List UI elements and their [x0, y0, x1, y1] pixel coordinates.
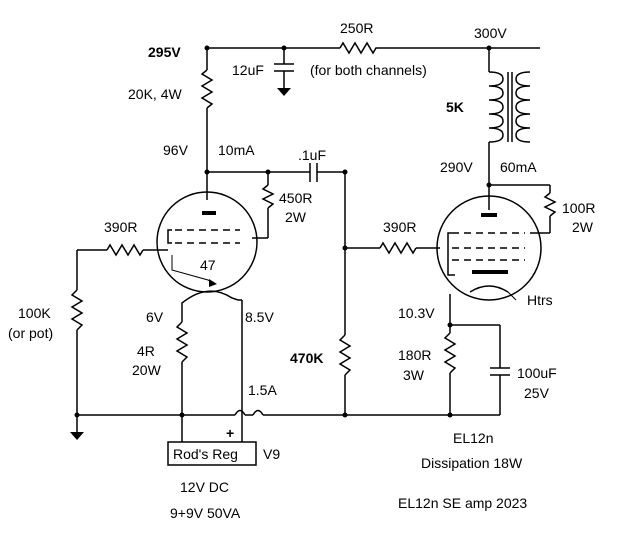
label-20k: 20K, 4W [128, 86, 182, 102]
label-96v: 96V [163, 142, 189, 158]
label-dissipation: Dissipation 18W [421, 455, 523, 471]
label-100uf-v: 25V [524, 385, 550, 401]
resistor-100k-input [70, 250, 84, 440]
label-4r-w: 20W [132, 362, 162, 378]
tube-el12n [436, 195, 542, 301]
label-4r: 4R [137, 343, 155, 359]
label-100uf: 100uF [517, 365, 557, 381]
label-9-9v: 9+9V 50VA [170, 505, 241, 521]
label-12uf-note: (for both channels) [310, 62, 427, 78]
label-390r-a: 390R [104, 219, 137, 235]
regulator-box [167, 441, 257, 466]
resistor-20k [200, 48, 216, 215]
tube-47-heater [181, 290, 243, 415]
capacitor-100uf [490, 325, 510, 415]
label-plus: + [226, 425, 234, 441]
el12n-cathode [443, 294, 500, 415]
label-5k: 5K [446, 99, 464, 115]
label-100k: 100K [18, 305, 51, 321]
label-100r: 100R [562, 200, 595, 216]
label-6v: 6V [146, 309, 164, 325]
label-01uf: .1uF [298, 147, 326, 163]
label-470k: 470K [290, 350, 323, 366]
label-8-5v: 8.5V [245, 309, 274, 325]
resistor-390r-input [77, 243, 168, 257]
label-or-pot: (or pot) [8, 325, 53, 341]
ground-rail [77, 409, 500, 418]
label-rods-reg: Rod's Reg [173, 446, 238, 462]
label-title: EL12n SE amp 2023 [398, 495, 527, 511]
label-300v: 300V [474, 25, 507, 41]
el12n-plate-wiring [481, 184, 557, 234]
label-450r: 450R [279, 190, 312, 206]
label-12uf: 12uF [232, 62, 264, 78]
label-htrs: Htrs [527, 292, 553, 308]
label-v9: V9 [263, 446, 280, 462]
label-180r: 180R [398, 347, 431, 363]
resistor-470k [338, 334, 352, 415]
label-1-5a: 1.5A [248, 382, 277, 398]
label-290v: 290V [440, 159, 473, 175]
resistor-4r [175, 321, 189, 415]
label-295v: 295V [148, 44, 181, 60]
label-60ma: 60mA [500, 159, 537, 175]
label-100r-w: 2W [572, 219, 594, 235]
label-el12n: EL12n [453, 430, 493, 446]
tube-47 [156, 191, 258, 293]
resistor-250r [339, 41, 378, 55]
capacitor-01uf [305, 163, 348, 335]
labels: 295V 250R 300V 12uF (for both channels) … [8, 20, 595, 521]
label-10ma: 10mA [218, 142, 255, 158]
label-450r-w: 2W [285, 209, 307, 225]
label-tube-47: 47 [200, 257, 216, 273]
label-12v-dc: 12V DC [180, 479, 229, 495]
plate-node-wire [204, 169, 305, 239]
regulator-wires [181, 415, 243, 442]
label-180r-w: 3W [403, 367, 425, 383]
label-390r-b: 390R [383, 219, 416, 235]
capacitor-12uf [274, 48, 294, 96]
resistor-390r-el12n [345, 241, 440, 255]
label-250r: 250R [340, 20, 373, 36]
label-10-3v: 10.3V [398, 305, 435, 321]
